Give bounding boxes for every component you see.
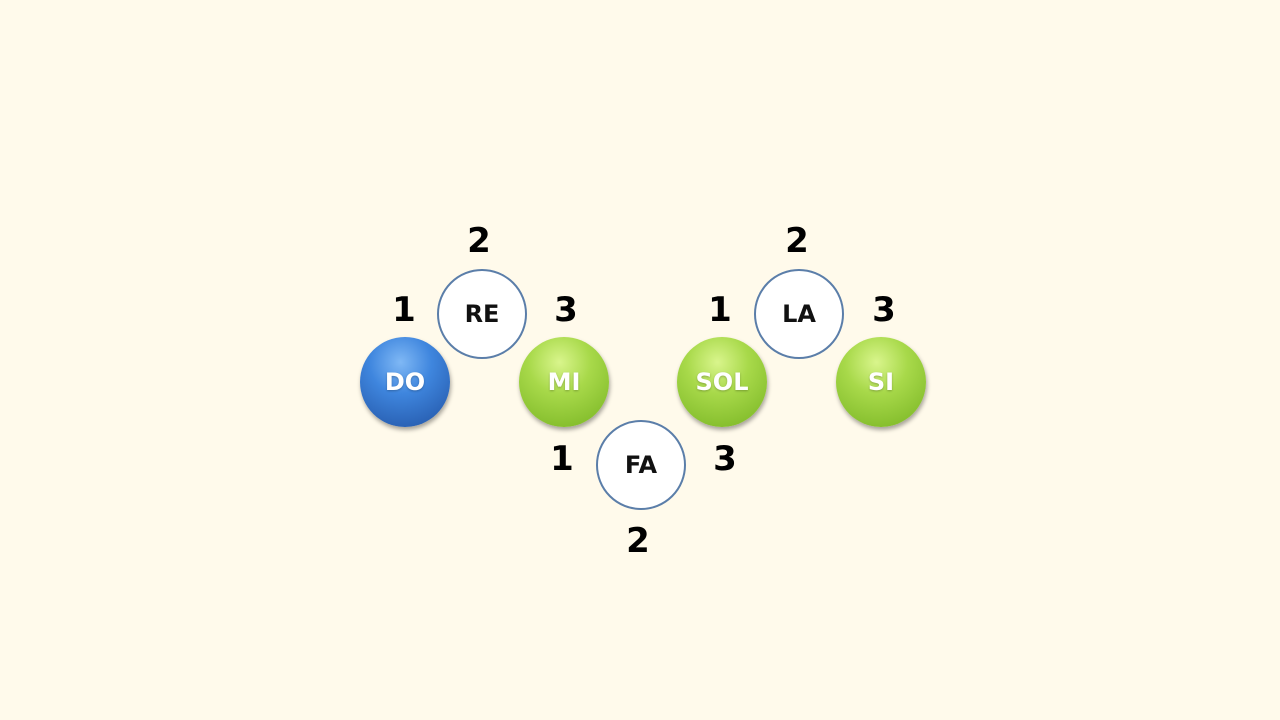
fingering-re-top: 2: [467, 221, 491, 261]
fingering-re-left: 1: [392, 290, 416, 330]
note-la: LA: [754, 269, 844, 359]
note-si-label: SI: [867, 368, 895, 396]
fingering-fa-bottom: 2: [626, 521, 650, 561]
note-si: SI: [836, 337, 926, 427]
note-mi: MI: [519, 337, 609, 427]
fingering-la-top: 2: [785, 221, 809, 261]
note-do: DO: [360, 337, 450, 427]
note-fa-label: FA: [624, 451, 658, 479]
fingering-fa-left: 1: [550, 439, 574, 479]
note-sol-label: SOL: [695, 368, 749, 396]
note-fa: FA: [596, 420, 686, 510]
fingering-la-right: 3: [872, 290, 896, 330]
note-sol: SOL: [677, 337, 767, 427]
note-mi-label: MI: [547, 368, 581, 396]
note-re: RE: [437, 269, 527, 359]
note-la-label: LA: [782, 300, 816, 328]
note-re-label: RE: [464, 300, 500, 328]
fingering-fa-right: 3: [713, 439, 737, 479]
fingering-la-left: 1: [708, 290, 732, 330]
fingering-re-right: 3: [554, 290, 578, 330]
note-do-label: DO: [384, 368, 426, 396]
